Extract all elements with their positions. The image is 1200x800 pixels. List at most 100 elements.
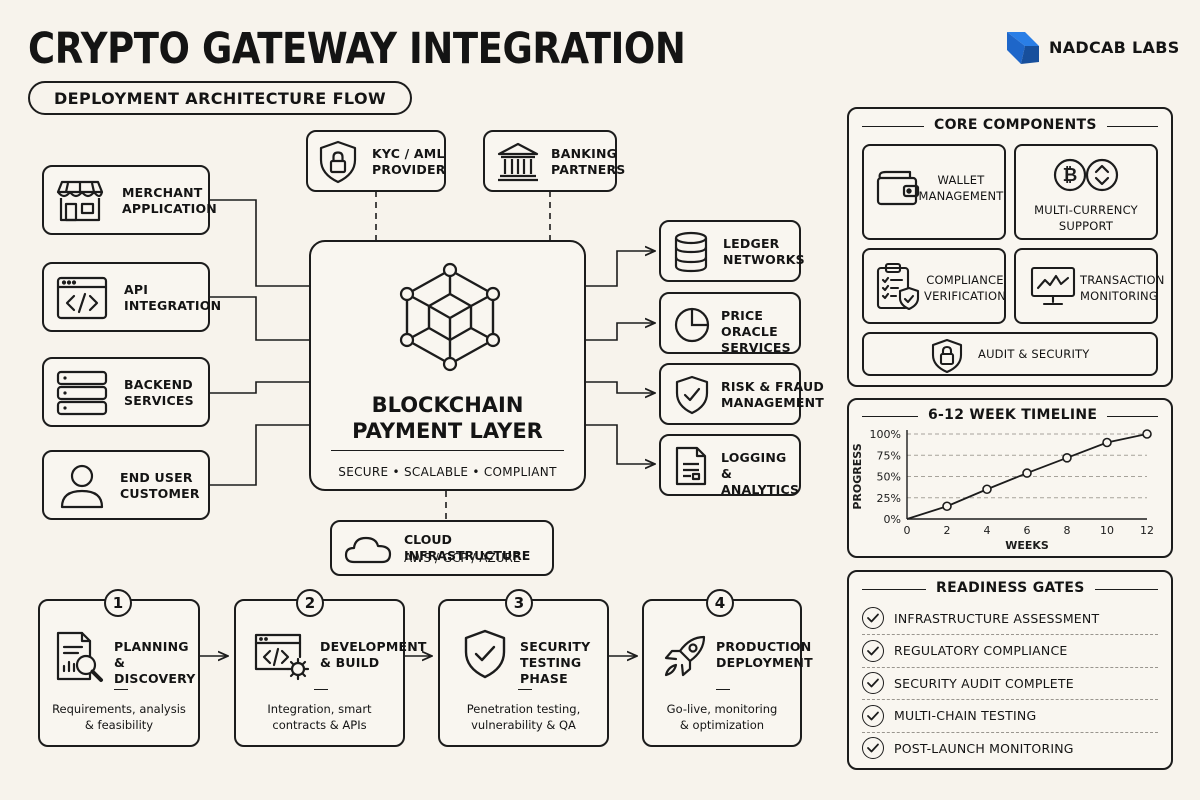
- phase-desc-line: Go-live, monitoring: [666, 702, 778, 716]
- chart-data-point: [982, 484, 992, 495]
- node-logging-analytics[interactable]: LOGGING & ANALYTICS: [659, 434, 801, 497]
- chart-x-tick-label: 0: [904, 524, 911, 537]
- phase-label-line: DEVELOPMENT: [320, 639, 427, 654]
- node-label-line: LEDGER: [723, 236, 780, 251]
- phase-number-badge: 2: [296, 589, 324, 617]
- phase-1-planning[interactable]: PLANNING & DISCOVERY Requirements, analy…: [38, 599, 200, 747]
- node-risk-fraud-management[interactable]: RISK & FRAUD MANAGEMENT: [659, 363, 824, 425]
- cloud-title: CLOUD INFRASTRUCTURE: [404, 532, 531, 563]
- chart-y-tick-label: 0%: [884, 513, 901, 526]
- chart-data-point: [1102, 437, 1112, 448]
- storefront-icon: [56, 180, 104, 222]
- chart-title: 6-12 WEEK TIMELINE: [918, 407, 1108, 423]
- node-cloud-infrastructure[interactable]: CLOUD INFRASTRUCTURE AWS / GCP / AZURE: [330, 520, 554, 576]
- node-label-line: BACKEND: [124, 377, 193, 392]
- node-merchant-application[interactable]: MERCHANT APPLICATION: [42, 165, 217, 235]
- readiness-gate-item[interactable]: INFRASTRUCTURE ASSESSMENT: [862, 604, 1158, 632]
- node-label-line: KYC / AML: [372, 146, 445, 161]
- database-icon: [674, 231, 708, 273]
- phase-desc-line: vulnerability & QA: [471, 718, 576, 732]
- readiness-gate-item[interactable]: REGULATORY COMPLIANCE: [862, 637, 1158, 665]
- center-tagline: SECURE • SCALABLE • COMPLIANT: [338, 465, 557, 479]
- core-components-title: CORE COMPONENTS: [924, 117, 1107, 133]
- phase-label-line: PRODUCTION: [716, 639, 812, 654]
- chart-data-point: [1142, 429, 1152, 439]
- readiness-gate-item[interactable]: POST-LAUNCH MONITORING: [862, 734, 1158, 762]
- phase-label-line: SECURITY: [520, 639, 591, 654]
- chart-y-axis-label: PROGRESS: [851, 443, 864, 509]
- chart-x-tick-label: 6: [1024, 524, 1031, 537]
- brand-mark-icon: [1007, 32, 1039, 64]
- node-price-oracle-services[interactable]: PRICE ORACLE SERVICES: [659, 292, 801, 355]
- document-icon: [675, 446, 707, 486]
- check-circle-icon: [862, 737, 884, 759]
- readiness-gate-item[interactable]: SECURITY AUDIT COMPLETE: [862, 669, 1158, 697]
- node-label-line: END USER: [120, 470, 193, 485]
- core-label-line: MONITORING: [1080, 289, 1158, 303]
- clipboard-shield-icon: [876, 262, 920, 311]
- chart-y-tick-label: 50%: [877, 471, 901, 484]
- lock-icon: [931, 338, 963, 374]
- node-label-line: RISK & FRAUD: [721, 379, 824, 394]
- core-compliance-verification[interactable]: COMPLIANCE VERIFICATION: [862, 248, 1006, 324]
- core-label-line: SUPPORT: [1058, 219, 1114, 233]
- page-title: CRYPTO GATEWAY INTEGRATION: [28, 24, 686, 74]
- node-label-line: ANALYTICS: [721, 482, 800, 497]
- phase-desc-line: contracts & APIs: [272, 718, 367, 732]
- chart-x-tick-label: 10: [1100, 524, 1114, 537]
- readiness-gates-title: READINESS GATES: [926, 580, 1095, 596]
- wallet-icon: [876, 170, 920, 206]
- node-api-integration[interactable]: API INTEGRATION: [42, 262, 221, 332]
- document-search-icon: [56, 631, 103, 682]
- node-ledger-networks[interactable]: LEDGER NETWORKS: [659, 220, 805, 282]
- blockchain-payment-layer[interactable]: BLOCKCHAIN PAYMENT LAYER SECURE • SCALAB…: [309, 240, 586, 491]
- monitor-chart-icon: [1030, 266, 1076, 306]
- node-label-line: MANAGEMENT: [721, 395, 825, 410]
- phase-number-badge: 1: [104, 589, 132, 617]
- readiness-gate-label: INFRASTRUCTURE ASSESSMENT: [894, 610, 1100, 626]
- center-title-line: BLOCKCHAIN: [371, 393, 524, 417]
- phase-label-line: DEPLOYMENT: [716, 655, 813, 670]
- brand-name: NADCAB LABS: [1049, 37, 1180, 57]
- node-kyc-aml-provider[interactable]: KYC / AML PROVIDER: [306, 130, 446, 192]
- rocket-icon: [664, 635, 706, 677]
- readiness-gates-panel: [847, 570, 1173, 770]
- core-audit-security[interactable]: AUDIT & SECURITY: [862, 332, 1158, 376]
- chart-y-tick-label: 100%: [870, 428, 901, 441]
- phase-3-security-testing[interactable]: SECURITY TESTING PHASE Penetration testi…: [438, 599, 609, 747]
- pie-chart-icon: [674, 307, 710, 343]
- code-gear-icon: [254, 633, 310, 681]
- brand-logo: NADCAB LABS: [1003, 30, 1180, 64]
- check-circle-icon: [862, 639, 884, 662]
- chart-y-tick-label: 25%: [877, 492, 901, 505]
- phase-2-development[interactable]: DEVELOPMENT & BUILD Integration, smart c…: [234, 599, 426, 747]
- core-label-line: COMPLIANCE: [926, 273, 1004, 287]
- core-wallet-management[interactable]: WALLET MANAGEMENT: [862, 144, 1006, 240]
- phase-desc-line: Penetration testing,: [466, 702, 581, 716]
- node-banking-partners[interactable]: BANKING PARTNERS: [483, 130, 625, 192]
- core-label-line: MANAGEMENT: [918, 189, 1004, 203]
- core-multi-currency-support[interactable]: ₿ MULTI-CURRENCY SUPPORT: [1014, 144, 1158, 240]
- node-label-line: INTEGRATION: [124, 298, 222, 313]
- node-backend-services[interactable]: BACKEND SERVICES: [42, 357, 210, 427]
- phase-desc-line: & feasibility: [84, 718, 154, 732]
- user-icon: [60, 464, 104, 509]
- phase-label-line: DISCOVERY: [114, 671, 196, 686]
- node-end-user-customer[interactable]: END USER CUSTOMER: [42, 450, 210, 520]
- phase-number-badge: 3: [505, 589, 533, 617]
- blockchain-cube-icon: [399, 262, 501, 372]
- readiness-gate-label: REGULATORY COMPLIANCE: [894, 643, 1068, 658]
- core-transaction-monitoring[interactable]: TRANSACTION MONITORING: [1014, 248, 1164, 324]
- chart-data-point: [942, 501, 952, 512]
- phase-desc-line: Integration, smart: [267, 702, 372, 716]
- chart-x-tick-label: 4: [984, 524, 991, 537]
- phase-desc-line: Requirements, analysis: [52, 702, 186, 716]
- core-label-line: VERIFICATION: [924, 289, 1006, 303]
- cloud-icon: [344, 536, 392, 564]
- readiness-gate-item[interactable]: MULTI-CHAIN TESTING: [862, 702, 1158, 730]
- node-label-line: APPLICATION: [122, 201, 217, 216]
- phase-4-production-deployment[interactable]: PRODUCTION DEPLOYMENT Go-live, monitorin…: [642, 599, 813, 747]
- phase-label-line: PLANNING &: [114, 639, 189, 670]
